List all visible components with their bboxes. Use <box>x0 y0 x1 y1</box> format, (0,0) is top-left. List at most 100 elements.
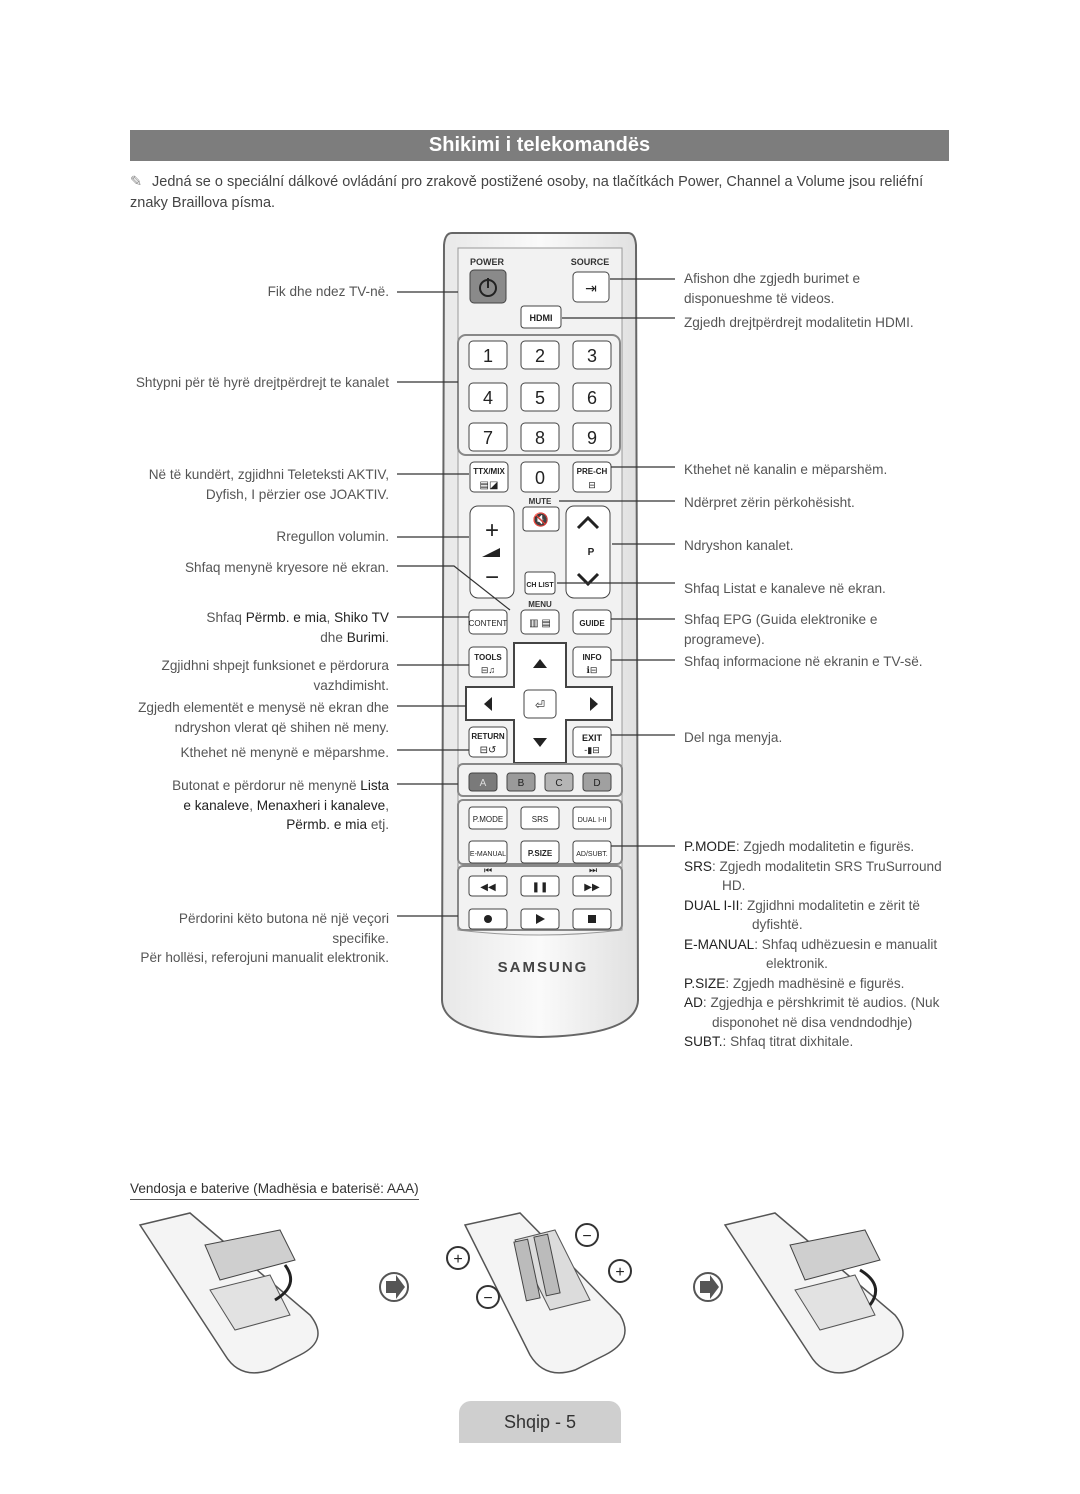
digit-1-button[interactable] <box>468 340 508 370</box>
fast-forward-button[interactable] <box>572 875 612 897</box>
svg-text:⏭: ⏭ <box>589 865 597 875</box>
svg-text:+: + <box>615 1264 624 1281</box>
page-number-tab: Shqip - 5 <box>459 1401 621 1443</box>
svg-text:RETURN: RETURN <box>471 732 505 741</box>
arrow-right-icon-2 <box>693 1272 723 1302</box>
info-button[interactable] <box>572 646 612 678</box>
digit-7-button[interactable] <box>468 422 508 452</box>
svg-text:TOOLS: TOOLS <box>474 653 502 662</box>
digit-label: 5 <box>535 388 545 408</box>
pause-button[interactable] <box>520 875 560 897</box>
svg-text:+: + <box>453 1251 462 1268</box>
note-text: Jedná se o speciální dálkové ovládání pr… <box>130 174 924 211</box>
guide-button[interactable] <box>572 609 612 635</box>
svg-text:HDMI: HDMI <box>530 313 553 323</box>
p-mode-button[interactable] <box>468 806 508 830</box>
source-label: SOURCE <box>571 257 610 267</box>
dual-button[interactable] <box>572 806 612 830</box>
label-prech: Kthehet në kanalin e mëparshëm. <box>684 462 888 477</box>
c-button[interactable] <box>544 772 574 792</box>
svg-text:D: D <box>593 778 600 789</box>
label-playback: Përdorini këto butona në një veçori spec… <box>140 911 389 965</box>
svg-text:❚❚: ❚❚ <box>532 882 549 893</box>
svg-text:E-MANUAL: E-MANUAL <box>470 851 506 858</box>
ch-list-button[interactable] <box>524 571 556 595</box>
svg-text:A: A <box>480 778 487 789</box>
up-arrow-icon[interactable] <box>533 659 547 668</box>
source-button[interactable] <box>572 271 610 303</box>
p-size-button[interactable] <box>520 840 560 864</box>
battery-step-3 <box>723 1212 904 1374</box>
content-button[interactable] <box>468 609 508 635</box>
digit-5-button[interactable] <box>520 382 560 412</box>
pre-ch-button[interactable] <box>572 461 612 493</box>
enter-button[interactable] <box>523 689 557 719</box>
rewind-button[interactable] <box>468 875 508 897</box>
digit-3-button[interactable] <box>572 340 612 370</box>
svg-text:◀◀: ◀◀ <box>480 882 496 893</box>
hdmi-button[interactable] <box>520 305 562 329</box>
label-return: Kthehet në menynë e mëparshme. <box>180 745 389 760</box>
digit-2-button[interactable] <box>520 340 560 370</box>
d-button[interactable] <box>582 772 612 792</box>
down-arrow-icon[interactable] <box>533 738 547 747</box>
svg-text:-▮⊟: -▮⊟ <box>584 745 600 755</box>
svg-text:−: − <box>582 1228 591 1245</box>
battery-step-1 <box>138 1212 319 1374</box>
svg-text:CH LIST: CH LIST <box>526 582 554 589</box>
b-button[interactable] <box>506 772 536 792</box>
label-content: Shfaq Përmb. e mia, Shiko TV dhe Burimi. <box>206 610 389 645</box>
svg-text:INFO: INFO <box>582 653 601 662</box>
ad-subt-button[interactable] <box>572 840 612 864</box>
svg-text:TTX/MIX: TTX/MIX <box>473 467 505 476</box>
page-title: Shikimi i telekomandës <box>130 130 949 161</box>
digit-8-button[interactable] <box>520 422 560 452</box>
svg-text:PRE-CH: PRE-CH <box>577 467 608 476</box>
return-button[interactable] <box>468 726 508 758</box>
mute-button[interactable] <box>522 506 560 532</box>
label-channel: Ndryshon kanalet. <box>684 538 794 553</box>
tools-button[interactable] <box>468 646 508 678</box>
svg-text:P.SIZE: P.SIZE <box>528 849 553 858</box>
battery-installation-diagram: + − − + <box>138 1212 904 1374</box>
label-ttx-line1: Në të kundërt, zgjidhni Teleteksti AKTIV… <box>148 467 389 482</box>
arrow-right-icon-1 <box>379 1272 409 1302</box>
svg-text:SRS: SRS <box>532 815 548 824</box>
digit-label: 2 <box>535 346 545 366</box>
svg-text:P: P <box>588 547 595 558</box>
svg-text:0: 0 <box>535 468 545 488</box>
svg-text:▶▶: ▶▶ <box>584 882 600 893</box>
exit-button[interactable] <box>572 726 612 758</box>
label-guide: Shfaq EPG (Guida elektronike e programev… <box>684 612 878 647</box>
label-function-buttons: P.MODE: Zgjedh modalitetin e figurës. SR… <box>684 839 942 1049</box>
leader-lines <box>397 278 675 917</box>
ttx-mix-button[interactable] <box>469 461 509 493</box>
digit-4-button[interactable] <box>468 382 508 412</box>
e-manual-button[interactable] <box>468 840 508 864</box>
digit-label: 9 <box>587 428 597 448</box>
a-button[interactable] <box>468 772 498 792</box>
battery-section-heading: Vendosja e baterive (Madhësia e baterisë… <box>130 1181 419 1200</box>
svg-text:⊟↺: ⊟↺ <box>480 745 497 756</box>
digit-0-button[interactable] <box>520 461 560 493</box>
digit-6-button[interactable] <box>572 382 612 412</box>
menu-button[interactable] <box>520 609 560 635</box>
power-label: POWER <box>470 257 505 267</box>
label-power: Fik dhe ndez TV-në. <box>267 284 389 299</box>
svg-text:GUIDE: GUIDE <box>579 619 605 628</box>
label-mute: Ndërpret zërin përkohësisht. <box>684 495 855 510</box>
mute-icon: 🔇 <box>533 512 549 527</box>
label-source: Afishon dhe zgjedh burimet e disponueshm… <box>684 271 861 306</box>
svg-text:MENU: MENU <box>528 600 552 609</box>
svg-text:AD/SUBT.: AD/SUBT. <box>576 851 608 858</box>
srs-button[interactable] <box>520 806 560 830</box>
left-arrow-icon[interactable] <box>484 697 492 711</box>
label-tools: Zgjidhni shpejt funksionet e përdorura v… <box>161 658 389 693</box>
right-arrow-icon[interactable] <box>590 697 598 711</box>
svg-text:DUAL I-II: DUAL I-II <box>578 817 607 824</box>
braille-note: ✎Jedná se o speciální dálkové ovládání p… <box>130 172 950 214</box>
samsung-logo: SAMSUNG <box>498 959 589 976</box>
battery-step-2: + − − + <box>446 1212 632 1374</box>
digit-9-button[interactable] <box>572 422 612 452</box>
